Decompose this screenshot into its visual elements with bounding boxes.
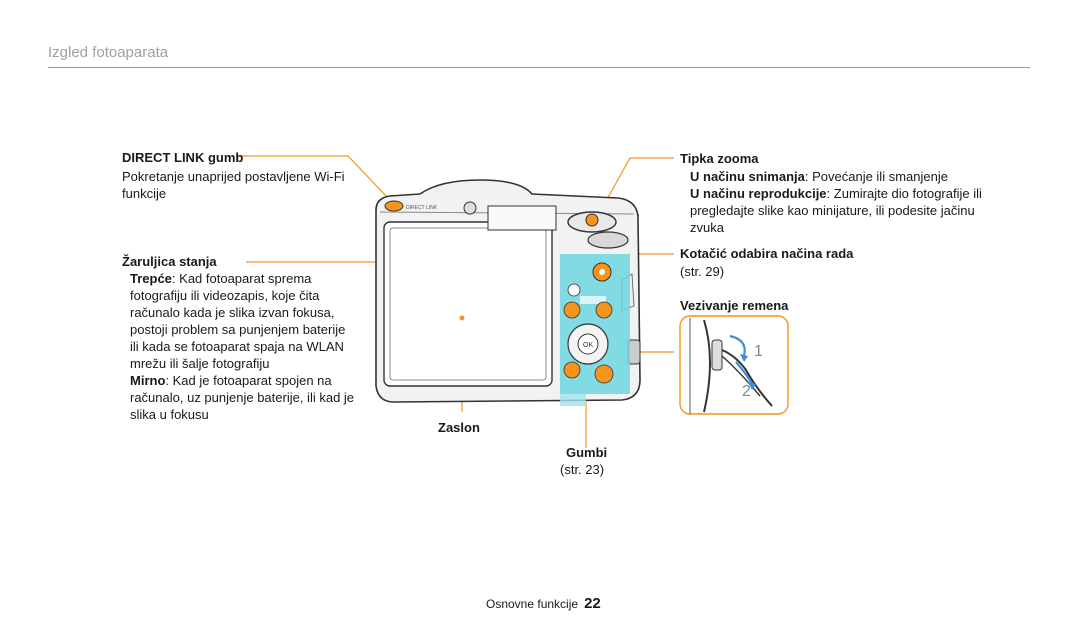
direct-link-title: DIRECT LINK gumb [122,150,244,165]
page-footer: Osnovne funkcije 22 [486,595,601,612]
mode-dial-title: Kotačić odabira načina rada [680,246,854,261]
status-blink-line-2: fotografiju ili videozapis, koje čita [130,288,320,303]
status-blink-line-1: Trepće: Kad fotoaparat sprema [130,271,312,286]
ok-icon [577,333,599,355]
status-blink-line-6: mrežu ili šalje fotografiju [130,356,270,371]
menu-icon [563,301,581,319]
wifi-icon [567,283,581,297]
zoom-title: Tipka zooma [680,151,759,166]
buttons-label: Gumbi [566,445,608,460]
status-blink-line-5: ili kada se fotoaparat spaja na WLAN [130,339,344,354]
camera-body: DIRECT LINK OK [375,179,641,406]
strap-step-2: 2 [742,383,751,400]
status-steady-term: Mirno [130,373,166,388]
zoom-play-line-1: U načinu reprodukcije: Zumirajte dio fot… [690,186,982,201]
strap-title: Vezivanje remena [680,298,789,313]
status-blink-term: Trepće [130,271,172,286]
mode-dial-page-ref: (str. 29) [680,264,725,279]
status-blink-line-4: postoji problem sa punjenjem baterije [130,322,346,337]
leader-direct-link [236,155,389,199]
trash-icon [594,364,614,384]
status-steady-line-1: Mirno: Kad je fotoaparat spojen na [130,373,332,388]
zoom-play-line-3: zvuka [690,220,724,235]
svg-text:OK: OK [583,342,593,349]
footer-section: Osnovne funkcije [486,597,579,611]
play-icon [563,361,581,379]
page-header-title: Izgled fotoaparata [48,44,169,61]
leader-zoom [599,157,674,213]
direct-link-desc-1: Pokretanje unaprijed postavljene Wi-Fi [122,169,345,184]
strap-step-1: 1 [754,343,763,360]
direct-link-button-shape [384,200,404,212]
direct-link-desc-2: funkcije [122,186,167,201]
camera-screen [383,221,553,387]
zoom-play-term: U načinu reprodukcije [690,186,827,201]
zoom-shoot-term: U načinu snimanja [690,169,805,184]
buttons-page-ref: (str. 23) [560,462,605,477]
footer-page-number: 22 [584,595,601,612]
screen-label: Zaslon [438,420,480,435]
status-light-title: Žaruljica stanja [122,254,217,269]
status-steady-line-2: računalo, uz punjenje baterije, ili kad … [130,390,355,405]
zoom-shoot-line: U načinu snimanja: Povećanje ili smanjen… [690,169,948,184]
back-icon [595,301,613,319]
screen-marker-dot [459,315,465,321]
zoom-play-line-2: pregledajte slike kao minijature, ili po… [690,203,975,218]
svg-text:DIRECT LINK: DIRECT LINK [406,205,438,211]
strap-inset: 1 2 [679,315,789,415]
status-blink-line-3: računalo kada je slika izvan fokusa, [130,305,335,320]
mode-dial-shape [587,231,629,249]
status-steady-line-3: slika u fokusu [130,407,209,422]
header-divider [48,67,1030,68]
